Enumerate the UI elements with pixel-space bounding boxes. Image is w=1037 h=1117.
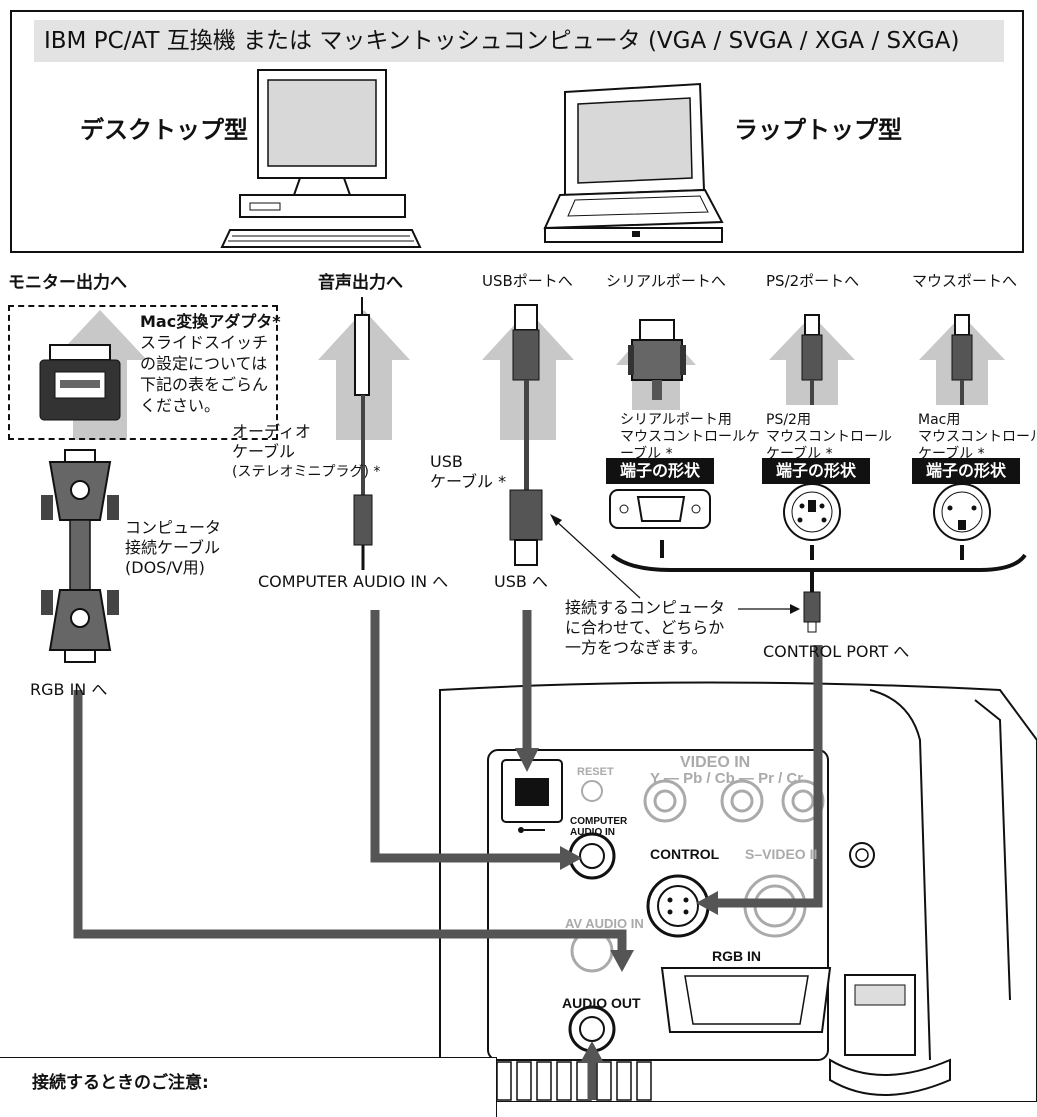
ps2-shape-label: 端子の形状 bbox=[762, 458, 870, 484]
serial-shape-label: 端子の形状 bbox=[606, 458, 714, 484]
component-video-jacks bbox=[643, 779, 825, 823]
serial-port-label: シリアルポートへ bbox=[606, 272, 726, 290]
computer-audio-in-label: COMPUTER AUDIO IN へ bbox=[258, 572, 449, 591]
audio-cable-label-3: (ステレオミニプラグ) * bbox=[232, 464, 381, 480]
adapter-note-2: の設定については bbox=[140, 354, 268, 373]
usb-cable-label-2: ケーブル * bbox=[430, 472, 507, 491]
routing-lines bbox=[73, 610, 823, 1100]
computer-frame bbox=[10, 10, 1024, 253]
monitor-out-label: モニター出力へ bbox=[8, 273, 127, 293]
serial-connector-shape-icon bbox=[609, 489, 711, 529]
audio-cable-icon bbox=[353, 297, 373, 570]
mac-mouse-cable-icon bbox=[951, 314, 973, 405]
audio-cable-label-1: オーディオ bbox=[232, 422, 311, 441]
connect-note-2: に合わせて、どちらか bbox=[565, 618, 725, 637]
control-bracket bbox=[610, 540, 1027, 633]
rgb-in-socket-icon bbox=[660, 967, 832, 1033]
usb-cable-icon bbox=[509, 304, 543, 566]
audio-out-panel-label: AUDIO OUT bbox=[562, 995, 641, 1011]
audio-cable-label-2: ケーブル bbox=[232, 442, 296, 461]
rgb-in-dest-label: RGB IN へ bbox=[30, 680, 108, 699]
mac-adapter-title: Mac変換アダプタ* bbox=[140, 312, 281, 331]
mac-connector-shape-icon bbox=[933, 483, 991, 541]
video-in-label: VIDEO IN bbox=[680, 754, 751, 771]
rgb-in-panel-label: RGB IN bbox=[712, 948, 761, 964]
mouse-port-label: マウスポートへ bbox=[912, 272, 1018, 290]
computer-audio-in-panel-1: COMPUTER bbox=[570, 816, 628, 827]
control-socket-icon bbox=[646, 874, 710, 938]
usb-port-label: USBポートへ bbox=[482, 272, 573, 290]
laptop-label: ラップトップ型 bbox=[734, 116, 902, 144]
control-panel-label: CONTROL bbox=[650, 846, 720, 862]
connect-note-3: 一方をつなぎます。 bbox=[565, 638, 708, 657]
serial-cable-label-2: マウスコントロールケ bbox=[620, 429, 760, 445]
serial-cable-label-1: シリアルポート用 bbox=[620, 412, 732, 428]
computer-cable-label-2: 接続ケーブル bbox=[125, 538, 221, 557]
mac-adapter-box bbox=[8, 305, 278, 440]
ps2-port-label: PS/2ポートへ bbox=[766, 272, 860, 290]
usb-socket-icon bbox=[501, 759, 563, 833]
ps2-cable-label-1: PS/2用 bbox=[766, 412, 811, 428]
ps2-connector-shape-icon bbox=[783, 483, 841, 541]
mac-shape-label: 端子の形状 bbox=[912, 458, 1020, 484]
page-title: IBM PC/AT 互換機 または マッキントッシュコンピュータ (VGA / … bbox=[34, 20, 1004, 62]
computer-audio-in-panel-2: AUDIO IN bbox=[570, 827, 615, 838]
component-label: Y — Pb / Cb — Pr / Cr bbox=[650, 770, 804, 787]
computer-cable-label-3: (DOS/V用) bbox=[125, 558, 205, 577]
reset-label: RESET bbox=[577, 766, 614, 778]
desktop-computer-icon bbox=[220, 69, 422, 248]
ps2-cable-label-2: マウスコントロール bbox=[766, 429, 892, 445]
connect-note-1: 接続するコンピュータ bbox=[565, 598, 726, 617]
control-port-dest-label: CONTROL PORT へ bbox=[763, 642, 910, 661]
caution-heading: 接続するときのご注意: bbox=[32, 1073, 209, 1093]
serial-cable-icon bbox=[628, 319, 686, 400]
desktop-label: デスクトップ型 bbox=[80, 116, 248, 144]
computer-cable-icon bbox=[41, 449, 119, 663]
mac-cable-label-2: マウスコントロール bbox=[918, 429, 1037, 445]
adapter-note-4: ください。 bbox=[140, 396, 221, 415]
computer-cable-label-1: コンピュータ bbox=[125, 518, 222, 537]
laptop-computer-icon bbox=[543, 82, 724, 243]
audio-out-label: 音声出力へ bbox=[318, 273, 403, 293]
adapter-note-3: 下記の表をごらん bbox=[140, 375, 269, 394]
mac-adapter-icon bbox=[39, 344, 121, 421]
s-video-label: S–VIDEO II bbox=[745, 846, 818, 862]
mac-cable-label-1: Mac用 bbox=[918, 412, 961, 428]
ps2-cable-icon bbox=[801, 314, 823, 405]
usb-cable-label-1: USB bbox=[430, 452, 463, 471]
usb-dest-label: USB へ bbox=[494, 572, 548, 591]
adapter-note-1: スライドスイッチ bbox=[140, 333, 269, 352]
av-audio-in-label: AV AUDIO IN bbox=[565, 916, 644, 931]
